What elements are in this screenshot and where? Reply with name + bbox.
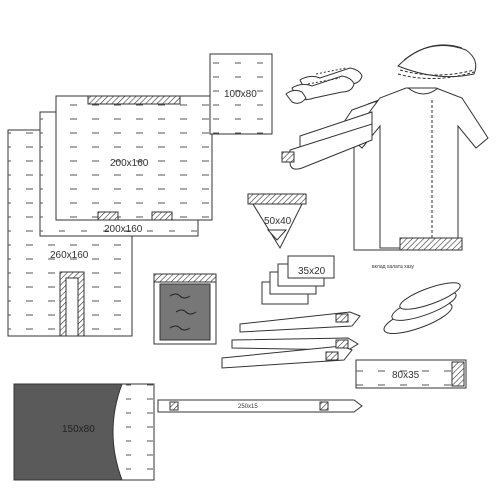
drape-200x160-front: 200x160	[55, 95, 213, 221]
stack-35x20: 35x20	[261, 255, 335, 305]
surgical-gowns: вклад халата хазу	[281, 87, 489, 270]
face-masks	[285, 67, 363, 104]
cover-80x35-label: 80x35	[392, 370, 420, 381]
instrument-pocket	[153, 273, 217, 345]
bouffant-caps	[397, 44, 477, 80]
shoe-covers	[383, 282, 461, 334]
cover-80x35: 80x35	[355, 359, 467, 389]
cover-150x80: 150x80	[13, 383, 155, 481]
drape-200x160-b-label: 200x160	[104, 224, 143, 235]
tape-250x15-label: 250x15	[238, 404, 258, 410]
drape-200x160-label: 200x160	[110, 158, 149, 169]
drape-50x40-label: 50x40	[264, 216, 292, 227]
drape-100x80: 100x80	[209, 53, 273, 135]
label-35x20: 35x20	[298, 266, 326, 277]
cover-150x80-label: 150x80	[62, 424, 95, 435]
tape-250x15: 250x15	[157, 399, 363, 413]
drape-260x160-label: 260x160	[50, 250, 89, 261]
drape-100x80-label: 100x80	[224, 89, 257, 100]
gown-caption: вклад халата хазу	[372, 264, 415, 270]
adhesive-tapes	[221, 311, 361, 369]
drape-50x40: 50x40	[247, 193, 307, 250]
